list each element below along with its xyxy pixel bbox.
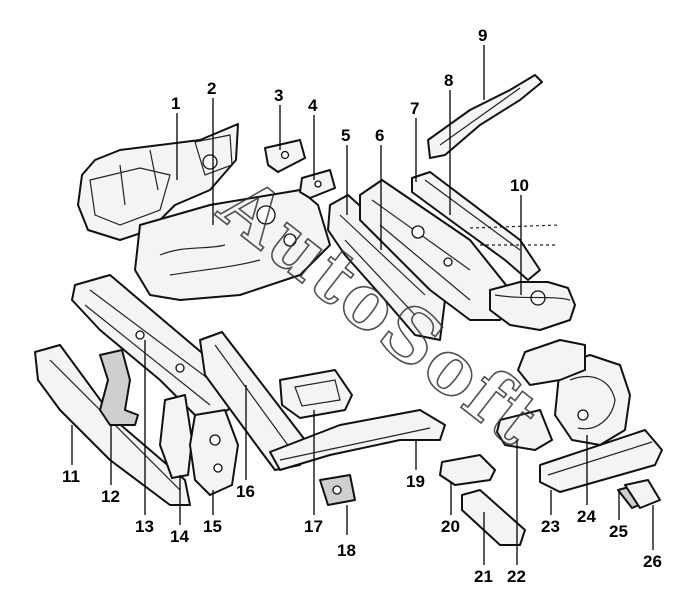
callout-8: 8: [444, 71, 453, 90]
part-23-sill: [539, 429, 663, 493]
part-24b-inner-arch: [517, 339, 586, 386]
part-12-bracket: [99, 349, 139, 426]
callout-2: 2: [207, 79, 216, 98]
callout-14: 14: [170, 527, 189, 546]
part-17-floor-plate: [279, 369, 353, 419]
part-24-wheel-arch: [554, 354, 631, 446]
callout-15: 15: [203, 517, 222, 536]
part-7-cowl-top: [411, 171, 541, 281]
part-6-cowl-panel: [359, 179, 511, 321]
part-14-cross-member: [159, 394, 193, 479]
callout-25: 25: [609, 522, 628, 541]
callout-5: 5: [341, 126, 350, 145]
callout-20: 20: [441, 517, 460, 536]
callout-numbers: 1 2 3 4 5 6 7 8 9 10 11 12 13 14 15 16 1…: [62, 26, 662, 586]
part-18-mount: [319, 474, 356, 506]
callout-7: 7: [410, 99, 419, 118]
callout-1: 1: [171, 94, 180, 113]
callout-19: 19: [406, 472, 425, 491]
part-26-plate: [624, 479, 661, 509]
part-3-bracket: [264, 139, 306, 173]
part-20-bracket: [439, 454, 496, 486]
callout-13: 13: [135, 517, 154, 536]
part-10-side-panel: [469, 224, 576, 331]
callout-12: 12: [101, 487, 120, 506]
part-9-a-pillar: [427, 74, 543, 159]
callout-21: 21: [474, 567, 493, 586]
callout-24: 24: [577, 507, 596, 526]
callout-3: 3: [274, 86, 283, 105]
callout-17: 17: [304, 517, 323, 536]
callout-23: 23: [541, 517, 560, 536]
part-4-plate: [299, 169, 336, 199]
part-15-mount: [189, 409, 239, 496]
callout-11: 11: [62, 467, 80, 486]
callout-26: 26: [643, 552, 662, 571]
callout-10: 10: [510, 176, 529, 195]
callout-9: 9: [478, 26, 487, 45]
leader-lines: [71, 45, 654, 565]
callout-18: 18: [337, 541, 356, 560]
part-22-gusset: [496, 409, 553, 451]
part-2-bulkhead-panel: [134, 134, 331, 301]
part-21-strut: [461, 489, 526, 546]
callout-4: 4: [308, 96, 318, 115]
callout-22: 22: [507, 567, 526, 586]
callout-16: 16: [236, 482, 255, 501]
callout-6: 6: [375, 126, 384, 145]
